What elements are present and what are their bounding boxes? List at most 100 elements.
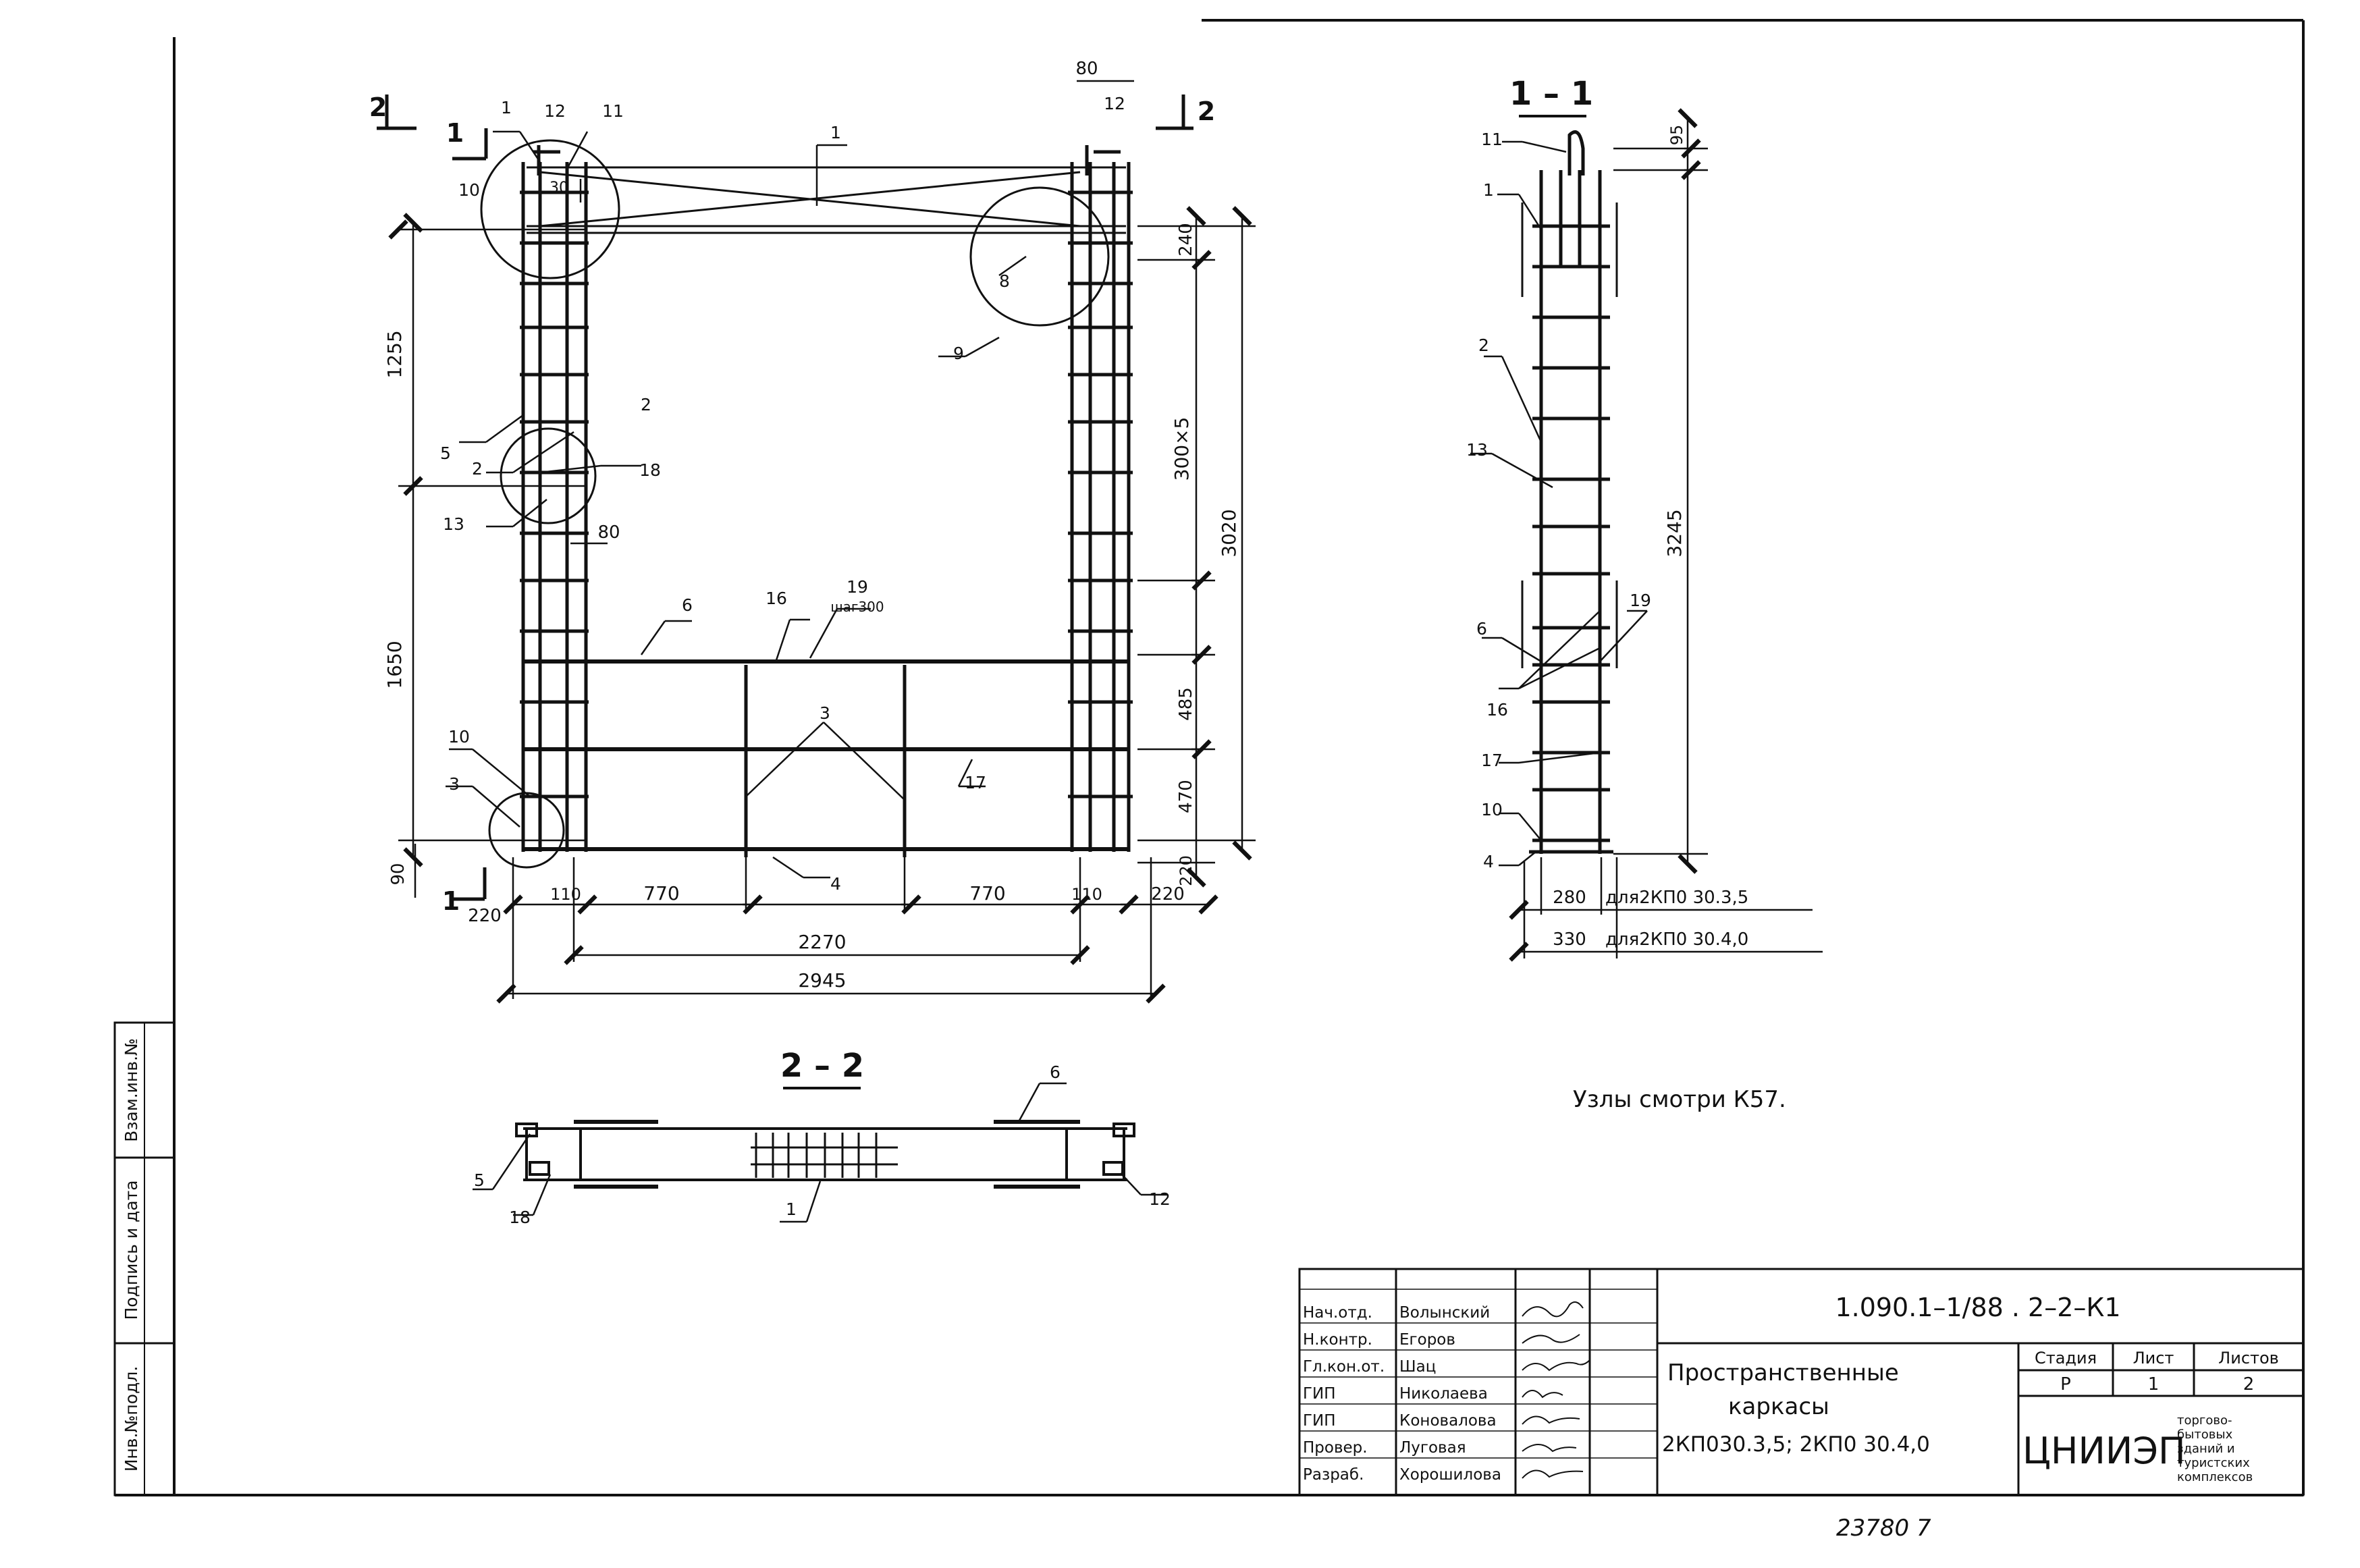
stage-value: Р <box>2060 1374 2071 1395</box>
title-line-3: 2КП030.3,5; 2КП0 30.4,0 <box>1662 1432 1930 1457</box>
callout-6-a: 6 <box>682 595 693 615</box>
name-1: Волынский <box>1399 1304 1490 1322</box>
s22-callout-13: 12 <box>1149 1189 1171 1209</box>
callout-11-b: 10 <box>448 727 470 747</box>
callout-8: 8 <box>999 271 1010 291</box>
s11-callout-19: 19 <box>1630 591 1651 610</box>
sheet-frame <box>115 19 2305 1496</box>
sheet-header: Лист <box>2133 1349 2174 1368</box>
name-4: Николаева <box>1399 1385 1488 1403</box>
dim-2270: 2270 <box>798 931 846 953</box>
s11-callout-2: 2 <box>1478 335 1489 355</box>
s22-callout-5: 5 <box>474 1170 485 1190</box>
callout-4-a: 4 <box>830 874 841 894</box>
role-gip-1: ГИП <box>1303 1385 1336 1403</box>
pitch-note: шаг300 <box>830 599 884 615</box>
section-2-2-title: 2 – 2 <box>780 1047 864 1085</box>
dim-300x5: 300×5 <box>1171 417 1193 481</box>
dim-220-right: 220 <box>1151 884 1185 904</box>
dim-110-right: 110 <box>1071 885 1102 904</box>
s11-dim-280-note: для2КП0 30.3,5 <box>1605 888 1748 908</box>
org-sub-3: зданий и <box>2177 1442 2235 1456</box>
dim-240: 240 <box>1176 223 1196 256</box>
role-gip-2: ГИП <box>1303 1412 1336 1430</box>
s11-dim-330: 330 <box>1553 929 1586 950</box>
stamp-sign-label: Подпись и дата <box>122 1180 141 1320</box>
note-nodes: Узлы смотри К57. <box>1573 1086 1786 1113</box>
side-stamp: Инв.№подл. Подпись и дата Взам.инв.№ <box>113 1021 176 1496</box>
sheet-value: 1 <box>2148 1374 2160 1395</box>
s11-callout-10: 11 <box>1481 130 1503 149</box>
dim-470: 470 <box>1176 780 1196 813</box>
main-dimension-labels: 80 30 80 1255 1650 90 240 300×5 3020 485… <box>383 59 1240 992</box>
s22-callout-1: 1 <box>786 1199 797 1219</box>
role-norm-control: Н.контр. <box>1303 1331 1372 1349</box>
callout-leaders <box>446 130 1027 879</box>
callout-9: 9 <box>953 344 964 363</box>
s22-callout-6: 6 <box>1050 1062 1061 1082</box>
org-logo-text: ЦНИИЭП <box>2022 1430 2186 1472</box>
callout-3-b: 3 <box>449 774 460 794</box>
callout-12-a: 13 <box>443 514 464 534</box>
s11-dim-330-note: для2КП0 30.4,0 <box>1605 929 1748 950</box>
org-sub-2: бытовых <box>2177 1428 2233 1442</box>
callout-10-a: 11 <box>602 101 624 121</box>
callout-19-a: 19 <box>847 577 868 597</box>
callout-2-b: 2 <box>472 459 483 479</box>
callout-3-a: 3 <box>820 703 830 723</box>
section-cut-marks <box>377 94 1194 901</box>
s11-callout-12: 13 <box>1466 440 1488 460</box>
sheets-header: Листов <box>2218 1349 2279 1368</box>
dim-1650: 1650 <box>383 641 406 688</box>
role-checker: Провер. <box>1303 1439 1368 1457</box>
callout-5-a: 5 <box>440 443 451 463</box>
doc-code: 1.090.1–1/88 . 2–2–К1 <box>1835 1293 2120 1322</box>
section-2-2: 2 – 2 <box>473 1047 1171 1227</box>
stamp-inv-label: Инв.№подл. <box>122 1366 141 1472</box>
s11-callout-11: 10 <box>1481 800 1503 819</box>
s11-callout-6: 6 <box>1476 619 1487 639</box>
title-line-1: Пространственные <box>1667 1359 1899 1386</box>
s11-callout-17: 17 <box>1481 751 1503 770</box>
signatures <box>1522 1301 1590 1479</box>
cut-2-left-label: 2 <box>369 92 387 122</box>
dim-220-left: 220 <box>468 906 502 926</box>
callout-1-a: 1 <box>501 98 512 117</box>
main-dimension-lines <box>388 80 1256 1004</box>
s11-dim-280: 280 <box>1553 888 1586 908</box>
archive-number: 23780 7 <box>1836 1515 1931 1542</box>
s11-dim-95: 95 <box>1667 125 1686 146</box>
stamp-replace-label: Взам.инв.№ <box>122 1038 141 1142</box>
callout-16-a: 16 <box>766 589 787 608</box>
section-1-1-title: 1 – 1 <box>1509 75 1593 113</box>
s11-callout-4: 4 <box>1483 852 1494 871</box>
cut-1-bottom-label: 1 <box>442 886 460 916</box>
callout-1-b: 1 <box>830 123 841 142</box>
main-elevation <box>480 139 1133 869</box>
dim-2945: 2945 <box>798 969 846 992</box>
cut-2-right-label: 2 <box>1198 97 1215 126</box>
name-7: Хорошилова <box>1399 1466 1501 1484</box>
s11-dim-3245: 3245 <box>1663 509 1686 557</box>
s22-callout-18: 18 <box>509 1208 531 1227</box>
dim-90: 90 <box>388 863 408 885</box>
role-head-dept: Нач.отд. <box>1303 1304 1372 1322</box>
callout-2-a: 2 <box>641 395 651 414</box>
org-sub-5: комплексов <box>2177 1470 2253 1484</box>
name-5: Коновалова <box>1399 1412 1497 1430</box>
stage-header: Стадия <box>2035 1349 2097 1368</box>
name-2: Егоров <box>1399 1331 1455 1349</box>
dim-30: 30 <box>549 180 568 196</box>
dim-80-mid: 80 <box>597 522 620 543</box>
main-callout-labels: 1 12 11 1 12 10 8 9 2 5 2 18 13 6 16 19 … <box>440 94 1125 894</box>
dim-220-vertical: 220 <box>1177 855 1196 886</box>
dim-80-top: 80 <box>1075 59 1098 79</box>
role-chief-constructor: Гл.кон.от. <box>1303 1358 1385 1376</box>
name-6: Луговая <box>1399 1439 1466 1457</box>
callout-13-a: 12 <box>544 101 566 121</box>
name-3: Шац <box>1399 1358 1436 1376</box>
callout-13-b: 12 <box>1104 94 1125 113</box>
org-sub-1: торгово- <box>2177 1413 2232 1428</box>
callout-18-a: 18 <box>639 460 661 480</box>
